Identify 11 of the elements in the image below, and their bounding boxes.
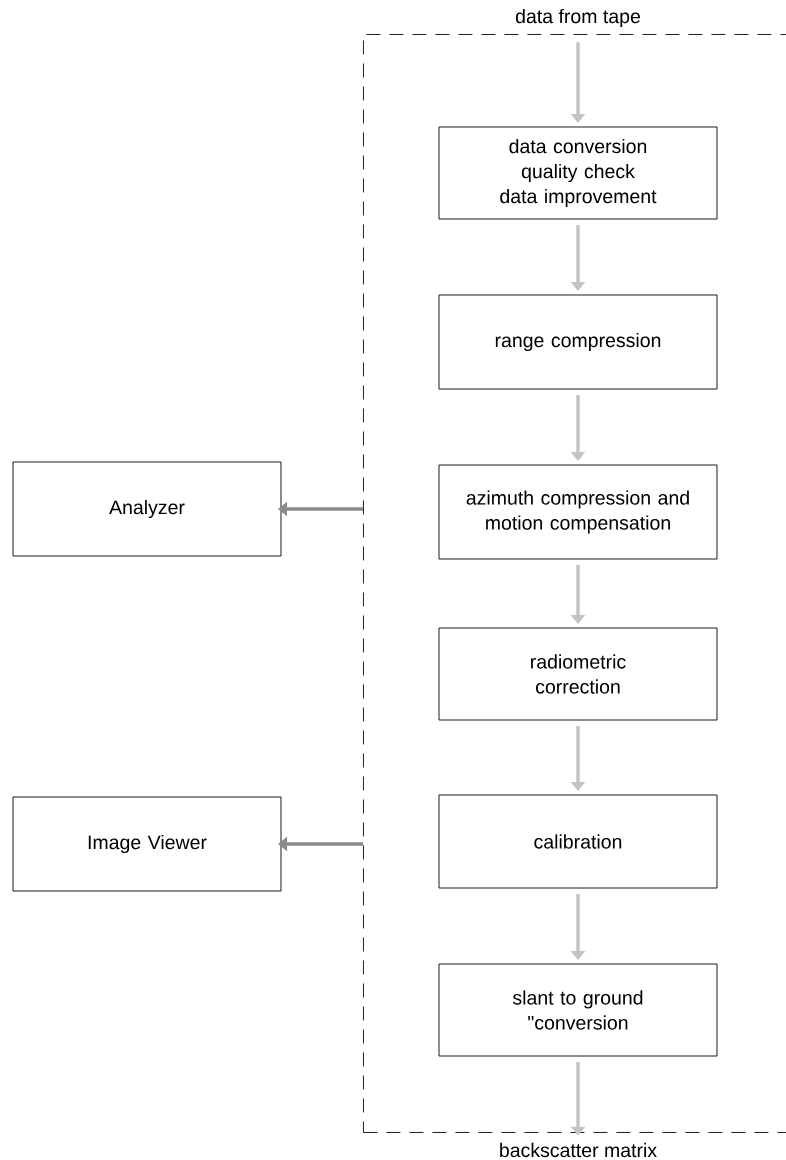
process-box: Analyzer — [12, 461, 282, 557]
process-box: radiometric correction — [438, 627, 718, 721]
process-box: data conversion quality check data improvement — [438, 126, 718, 220]
dashed-boundary — [363, 34, 786, 1133]
caption-text: backscatter matrix — [500, 1142, 657, 1158]
process-box: range compression — [438, 294, 718, 390]
process-box: azimuth compression and motion compensation — [438, 464, 718, 560]
caption-text: data from tape — [515, 8, 640, 28]
process-box: calibration — [438, 794, 718, 889]
process-box: slant to ground "conversion — [438, 963, 718, 1057]
process-box: Image Viewer — [12, 796, 282, 892]
